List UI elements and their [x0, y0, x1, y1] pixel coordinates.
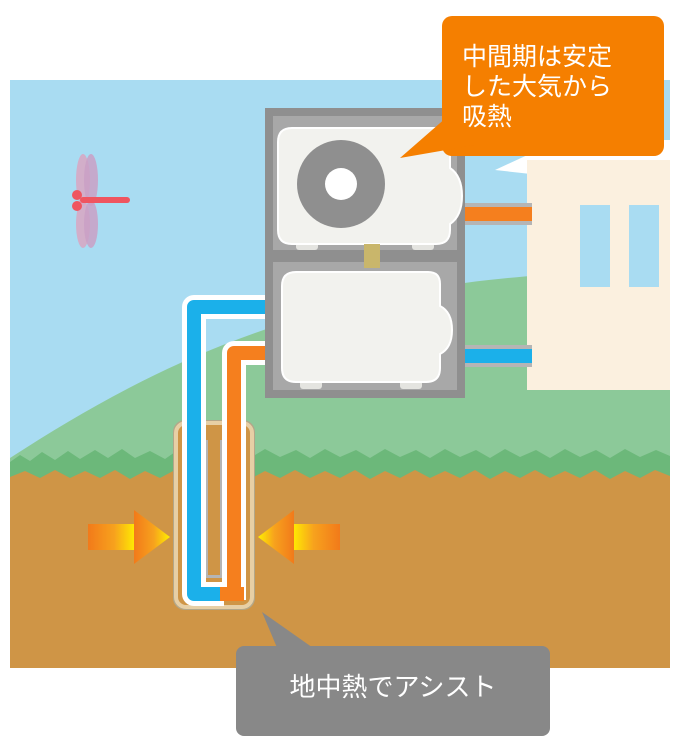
callout-air-intake: [400, 16, 664, 158]
callout-geothermal-assist: [236, 612, 550, 736]
house-window-left: [580, 205, 610, 287]
pipe-to-house-hot: [450, 203, 532, 225]
pipe-to-house-cold: [450, 345, 532, 367]
outdoor-air-unit: [277, 127, 464, 268]
callout-geothermal-assist-text: 地中熱でアシスト: [289, 673, 497, 703]
arrow-left-icon: [258, 510, 340, 564]
callout-air-intake-text: 中間期は安定 した大気から 吸熱: [462, 42, 613, 131]
connector-joint: [364, 244, 380, 268]
heat-pump-unit: [281, 271, 454, 389]
dragonfly-icon: [72, 154, 130, 248]
house-window-right: [629, 205, 659, 287]
arrow-right-icon: [88, 510, 170, 564]
fan-icon: [297, 140, 385, 228]
house: [495, 140, 680, 390]
soil: [10, 468, 670, 668]
